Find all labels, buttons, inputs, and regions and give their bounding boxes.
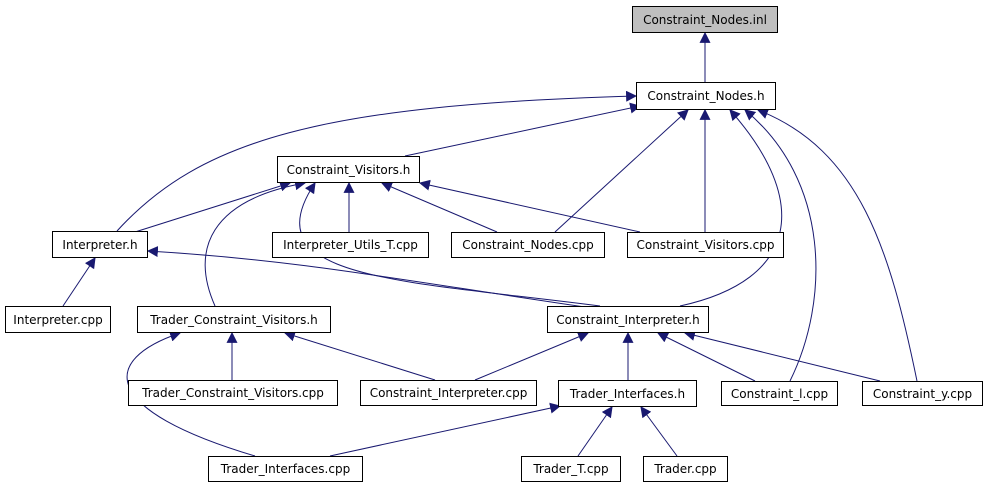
node-label: Trader_Interfaces.cpp: [220, 462, 351, 476]
node-constraint-visitors-cpp[interactable]: Constraint_Visitors.cpp: [627, 232, 784, 258]
edge-constraint-l-cpp-to-constraint-nodes-h: [744, 109, 817, 382]
edge-interpreter-h-to-constraint-nodes-h: [116, 90, 638, 232]
node-trader-constraint-visitors-cpp[interactable]: Trader_Constraint_Visitors.cpp: [128, 380, 338, 406]
edge-trader-constraint-visitors-h-to-constraint-visitors-h: [204, 179, 307, 307]
node-interpreter-h[interactable]: Interpreter.h: [52, 231, 148, 258]
node-label: Trader_Constraint_Visitors.cpp: [142, 386, 324, 400]
edge-constraint-interpreter-cpp-to-trader-constraint-visitors-h: [283, 330, 436, 381]
node-label: Trader.cpp: [654, 462, 717, 476]
node-constraint-nodes-inl: Constraint_Nodes.inl: [632, 6, 778, 33]
node-constraint-interpreter-h[interactable]: Constraint_Interpreter.h: [547, 306, 709, 333]
node-label: Constraint_Visitors.cpp: [636, 238, 775, 252]
node-label: Constraint_y.cpp: [872, 386, 973, 401]
edge-constraint-interpreter-h-to-constraint-nodes-h: [679, 109, 783, 307]
node-constraint-nodes-h[interactable]: Constraint_Nodes.h: [636, 82, 776, 110]
node-interpreter-utils-t-cpp[interactable]: Interpreter_Utils_T.cpp: [272, 232, 429, 258]
edge-constraint-interpreter-h-to-constraint-visitors-h: [299, 182, 601, 307]
edge-constraint-y-cpp-to-constraint-interpreter-h: [683, 330, 881, 382]
node-label: Constraint_Interpreter.h: [556, 312, 700, 327]
node-label: Trader_T.cpp: [533, 462, 609, 476]
edge-interpreter-h-to-constraint-visitors-h: [134, 180, 292, 233]
node-label: Constraint_Nodes.cpp: [462, 238, 594, 252]
node-interpreter-cpp[interactable]: Interpreter.cpp: [5, 306, 111, 333]
node-trader-constraint-visitors-h[interactable]: Trader_Constraint_Visitors.h: [137, 306, 331, 333]
edge-constraint-nodes-cpp-to-constraint-nodes-h: [554, 109, 689, 233]
node-constraint-visitors-h[interactable]: Constraint_Visitors.h: [277, 156, 420, 183]
node-label: Constraint_Interpreter.cpp: [369, 386, 528, 400]
edge-constraint-nodes-cpp-to-constraint-visitors-h: [380, 181, 498, 233]
node-constraint-interpreter-cpp[interactable]: Constraint_Interpreter.cpp: [360, 380, 537, 406]
node-constraint-nodes-cpp[interactable]: Constraint_Nodes.cpp: [451, 232, 605, 258]
node-label: Trader_Interfaces.h: [569, 386, 686, 401]
node-label: Interpreter_Utils_T.cpp: [283, 238, 418, 252]
edge-constraint-l-cpp-to-constraint-interpreter-h: [657, 332, 756, 382]
node-trader-interfaces-cpp[interactable]: Trader_Interfaces.cpp: [208, 456, 363, 482]
node-label: Constraint_Nodes.h: [647, 89, 765, 103]
node-label: Trader_Constraint_Visitors.h: [150, 312, 318, 327]
node-trader-t-cpp[interactable]: Trader_T.cpp: [521, 456, 621, 482]
edge-trader-t-cpp-to-trader-interfaces-h: [577, 406, 613, 457]
node-label: Interpreter.h: [62, 237, 138, 252]
edge-constraint-y-cpp-to-constraint-nodes-h: [756, 108, 918, 382]
edge-constraint-visitors-cpp-to-constraint-visitors-h: [418, 179, 641, 233]
node-trader-interfaces-h[interactable]: Trader_Interfaces.h: [558, 380, 697, 407]
edge-constraint-interpreter-h-to-interpreter-h: [146, 246, 586, 308]
node-label: Constraint_Visitors.h: [286, 162, 411, 177]
node-label: Interpreter.cpp: [13, 312, 103, 327]
node-trader-cpp[interactable]: Trader.cpp: [643, 456, 728, 482]
edge-constraint-interpreter-cpp-to-h: [474, 331, 590, 381]
edge-trader-interfaces-cpp-to-h: [329, 402, 562, 457]
edge-constraint-visitors-h-to-constraint-nodes-h: [404, 102, 642, 157]
node-label: Constraint_Nodes.inl: [643, 12, 767, 27]
edge-interpreter-cpp-to-interpreter-h: [62, 257, 96, 307]
node-constraint-l-cpp[interactable]: Constraint_l.cpp: [721, 381, 838, 406]
edge-trader-cpp-to-trader-interfaces-h: [640, 406, 678, 457]
node-label: Constraint_l.cpp: [730, 386, 829, 401]
node-constraint-y-cpp[interactable]: Constraint_y.cpp: [862, 381, 983, 406]
